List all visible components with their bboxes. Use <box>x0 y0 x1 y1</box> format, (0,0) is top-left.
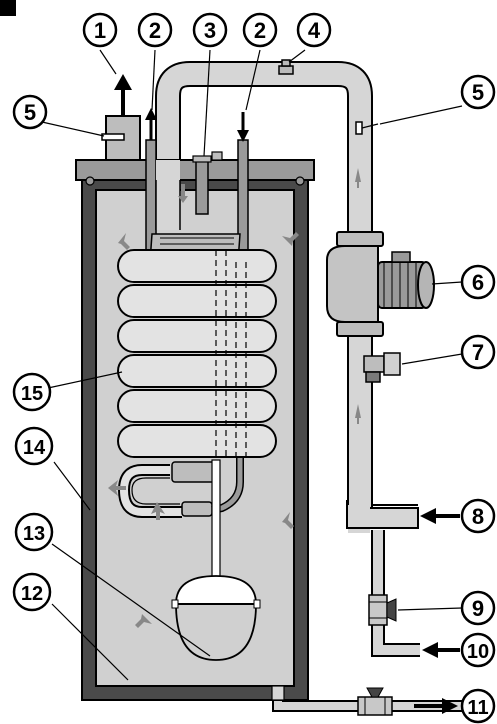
svg-text:2: 2 <box>149 18 161 43</box>
svg-text:5: 5 <box>24 100 36 125</box>
callout-11: 11 <box>460 688 496 724</box>
return-ball-valve <box>368 594 397 626</box>
callout-5-left: 5 <box>12 94 48 130</box>
svg-text:15: 15 <box>21 383 43 405</box>
callout-5-right: 5 <box>460 74 496 110</box>
callout-15: 15 <box>12 372 52 412</box>
callout-4: 4 <box>296 12 332 48</box>
check-valve <box>363 352 401 383</box>
svg-text:1: 1 <box>94 18 106 43</box>
svg-text:4: 4 <box>308 18 321 43</box>
recirculation-inlet-stub <box>155 160 181 230</box>
recirculation-loop <box>155 61 419 533</box>
connection-arrows <box>114 74 460 714</box>
callout-6: 6 <box>460 264 496 300</box>
callout-7: 7 <box>460 334 496 370</box>
callout-10: 10 <box>460 632 496 668</box>
callout-2-left: 2 <box>137 12 173 48</box>
corner-mark <box>0 0 16 16</box>
temperature-sensor-left <box>101 133 125 141</box>
flow-arrows <box>108 168 361 628</box>
drain-ball-valve <box>357 687 393 716</box>
svg-text:10: 10 <box>467 641 489 663</box>
svg-text:11: 11 <box>467 697 488 719</box>
callout-12: 12 <box>12 572 52 612</box>
callout-3: 3 <box>192 12 228 48</box>
svg-text:7: 7 <box>472 340 484 365</box>
svg-text:5: 5 <box>472 80 484 105</box>
immersion-sensor <box>192 151 223 215</box>
svg-text:13: 13 <box>23 523 45 545</box>
leader-lines <box>41 49 463 681</box>
svg-text:2: 2 <box>254 18 266 43</box>
svg-text:9: 9 <box>472 596 484 621</box>
svg-text:8: 8 <box>472 504 484 529</box>
temperature-sensor-right <box>355 121 379 135</box>
svg-text:14: 14 <box>23 437 46 459</box>
callout-2-right: 2 <box>242 12 278 48</box>
svg-text:6: 6 <box>472 270 484 295</box>
return-branch-pipe <box>371 530 420 657</box>
callout-13: 13 <box>14 512 54 552</box>
callout-14: 14 <box>14 426 54 466</box>
svg-text:3: 3 <box>204 18 216 43</box>
svg-text:12: 12 <box>21 583 43 605</box>
heat-exchanger-coil <box>117 233 277 518</box>
air-vent-valve <box>278 59 294 75</box>
callout-1: 1 <box>82 12 118 48</box>
circulation-pump <box>326 231 435 337</box>
callout-9: 9 <box>460 590 496 626</box>
callout-8: 8 <box>460 498 496 534</box>
